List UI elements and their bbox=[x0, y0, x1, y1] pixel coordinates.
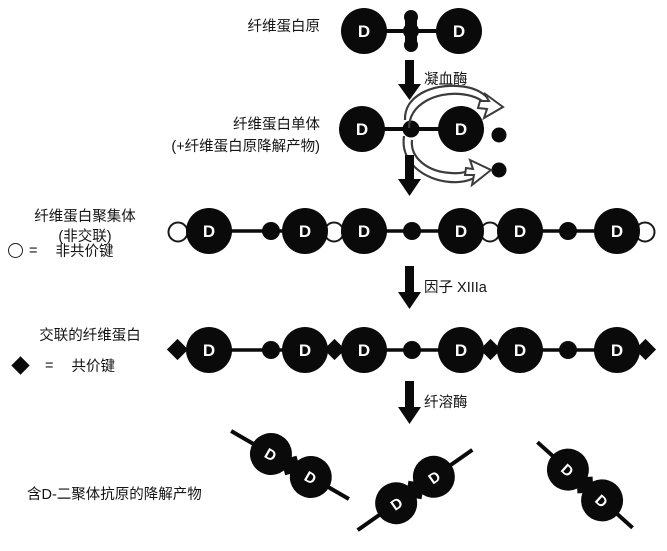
d-domain-letter: D bbox=[455, 120, 467, 139]
stage-label-fibrin-monomer-line2: (+纤维蛋白原降解产物) bbox=[171, 139, 320, 155]
d-domain-letter: D bbox=[611, 341, 623, 360]
e-domain-icon bbox=[559, 341, 577, 359]
noncovalent-bond-icon bbox=[167, 221, 189, 243]
d-domain-letter: D bbox=[514, 341, 526, 360]
crosslinked-fibrin-chain: D D D D D D bbox=[166, 327, 657, 373]
d-domain-icon bbox=[186, 208, 232, 254]
enzyme-label-thrombin: 凝血酶 bbox=[424, 72, 468, 88]
d-dimer-fragment: D D bbox=[230, 429, 350, 501]
enzyme-label-plasmin: 纤溶酶 bbox=[424, 395, 468, 411]
down-arrow-icon bbox=[398, 266, 421, 309]
noncovalent-bond-icon bbox=[8, 243, 23, 258]
d-domain-icon bbox=[581, 479, 624, 522]
d-domain-icon bbox=[249, 433, 292, 475]
legend-text-noncovalent: 非共价键 bbox=[55, 244, 114, 260]
enzyme-label-factor-xiiia: 因子 XIIIa bbox=[424, 280, 487, 296]
fibrinopeptide-icon bbox=[491, 127, 507, 143]
legend-noncovalent-bond: = 非共价键 bbox=[8, 240, 113, 261]
d-domain-icon bbox=[282, 208, 328, 254]
d-domain-icon bbox=[289, 456, 332, 498]
fibrin-aggregate-chain: D D D D D D bbox=[167, 208, 656, 254]
d-domain-icon bbox=[375, 482, 418, 525]
d-domain-icon bbox=[339, 106, 385, 152]
d-domain-icon bbox=[436, 8, 482, 54]
legend-covalent-bond: = 共价键 bbox=[11, 355, 115, 376]
e-domain-icon bbox=[559, 222, 577, 240]
down-arrow-icon bbox=[398, 60, 421, 100]
d-domain-icon bbox=[186, 327, 232, 373]
legend-text-covalent: 共价键 bbox=[71, 359, 115, 375]
d-domain-letter: D bbox=[453, 22, 465, 41]
fibrinopeptide-icon bbox=[491, 162, 507, 178]
d-dimer-fragment: D D bbox=[536, 440, 634, 530]
d-domain-letter: D bbox=[358, 341, 370, 360]
covalent-bond-icon bbox=[634, 338, 657, 361]
d-domain-letter: D bbox=[203, 222, 215, 241]
d-dimer-fragment: D D bbox=[356, 448, 474, 532]
d-domain-icon bbox=[594, 327, 640, 373]
legend-equals-covalent: = bbox=[45, 357, 54, 374]
d-domain-icon bbox=[438, 327, 484, 373]
e-domain-icon bbox=[262, 341, 280, 359]
d-domain-letter: D bbox=[358, 222, 370, 241]
stage-label-fibrinogen: 纤维蛋白原 bbox=[247, 19, 321, 35]
d-domain-letter: D bbox=[356, 120, 368, 139]
d-domain-letter: D bbox=[299, 341, 311, 360]
d-domain-letter: D bbox=[514, 222, 526, 241]
d-domain-icon bbox=[282, 327, 328, 373]
d-domain-icon bbox=[341, 8, 387, 54]
d-domain-icon bbox=[497, 327, 543, 373]
d-domain-icon bbox=[438, 106, 484, 152]
stage-label-crosslinked-fibrin: 交联的纤维蛋白 bbox=[39, 328, 141, 344]
d-domain-letter: D bbox=[455, 341, 467, 360]
fibrin-monomer-molecule: D D bbox=[339, 106, 484, 152]
curved-release-arrow-icon bbox=[403, 84, 505, 129]
fibrinogen-molecule: D D bbox=[341, 8, 482, 54]
curved-release-arrow-icon bbox=[402, 135, 493, 188]
e-domain-icon bbox=[402, 120, 420, 138]
stage-label-fibrin-monomer-line1: 纤维蛋白单体 bbox=[233, 117, 320, 133]
d-domain-icon bbox=[438, 208, 484, 254]
d-domain-letter: D bbox=[611, 222, 623, 241]
stage-label-fibrin-aggregate-line2: (非交联) bbox=[58, 229, 112, 245]
down-arrow-icon bbox=[398, 381, 421, 424]
legend-equals-noncovalent: = bbox=[29, 242, 38, 259]
d-domain-letter: D bbox=[299, 222, 311, 241]
d-domain-letter: D bbox=[455, 222, 467, 241]
e-domain-icon bbox=[403, 341, 421, 359]
down-arrow-icon bbox=[398, 155, 421, 196]
e-domain-icon bbox=[403, 222, 421, 240]
d-domain-icon bbox=[546, 448, 589, 491]
stage-label-fibrin-aggregate-line1: 纤维蛋白聚集体 bbox=[34, 209, 136, 225]
d-domain-letter: D bbox=[358, 22, 370, 41]
covalent-bond-icon bbox=[166, 338, 189, 361]
stage-label-degradation-products: 含D-二聚体抗原的降解产物 bbox=[27, 487, 202, 503]
d-domain-icon bbox=[594, 208, 640, 254]
d-domain-icon bbox=[412, 455, 455, 498]
d-domain-icon bbox=[497, 208, 543, 254]
e-domain-icon bbox=[262, 222, 280, 240]
d-domain-letter: D bbox=[203, 341, 215, 360]
d-domain-icon bbox=[341, 208, 387, 254]
d-domain-icon bbox=[341, 327, 387, 373]
